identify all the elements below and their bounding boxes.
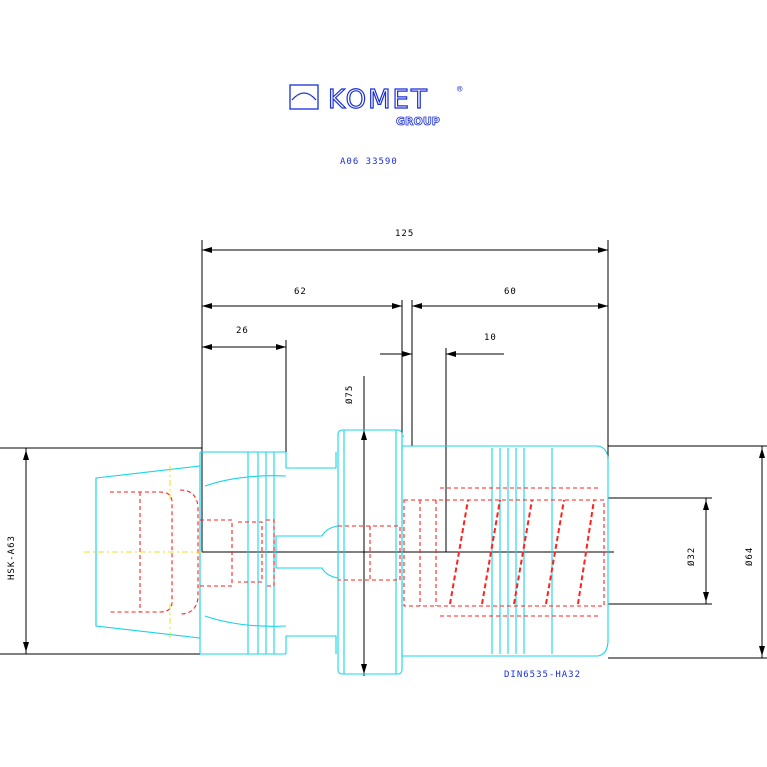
dim-length-10: 10 (484, 333, 497, 343)
logo-mark-icon (289, 84, 319, 110)
dim-length-60: 60 (504, 287, 517, 297)
dim-interface-right: DIN6535-HA32 (504, 670, 581, 680)
dim-interface-left: HSK-A63 (7, 535, 17, 580)
logo-registered: ® (457, 85, 463, 95)
dim-diameter-64: Ø64 (744, 547, 755, 566)
komet-logo: KOMET ® GROUP (289, 84, 463, 128)
hidden-lines (110, 487, 605, 617)
dim-overall-length: 125 (395, 229, 414, 239)
logo-sub: GROUP (396, 115, 440, 128)
dim-length-26: 26 (236, 326, 249, 336)
tool-holder-outline (95, 429, 609, 675)
part-number: A06 33590 (340, 157, 398, 167)
dim-diameter-75: Ø75 (344, 385, 355, 404)
logo-brand: KOMET (328, 85, 429, 115)
dim-length-62: 62 (294, 287, 307, 297)
dim-diameter-32: Ø32 (686, 547, 697, 566)
dimension-lines (0, 240, 767, 676)
